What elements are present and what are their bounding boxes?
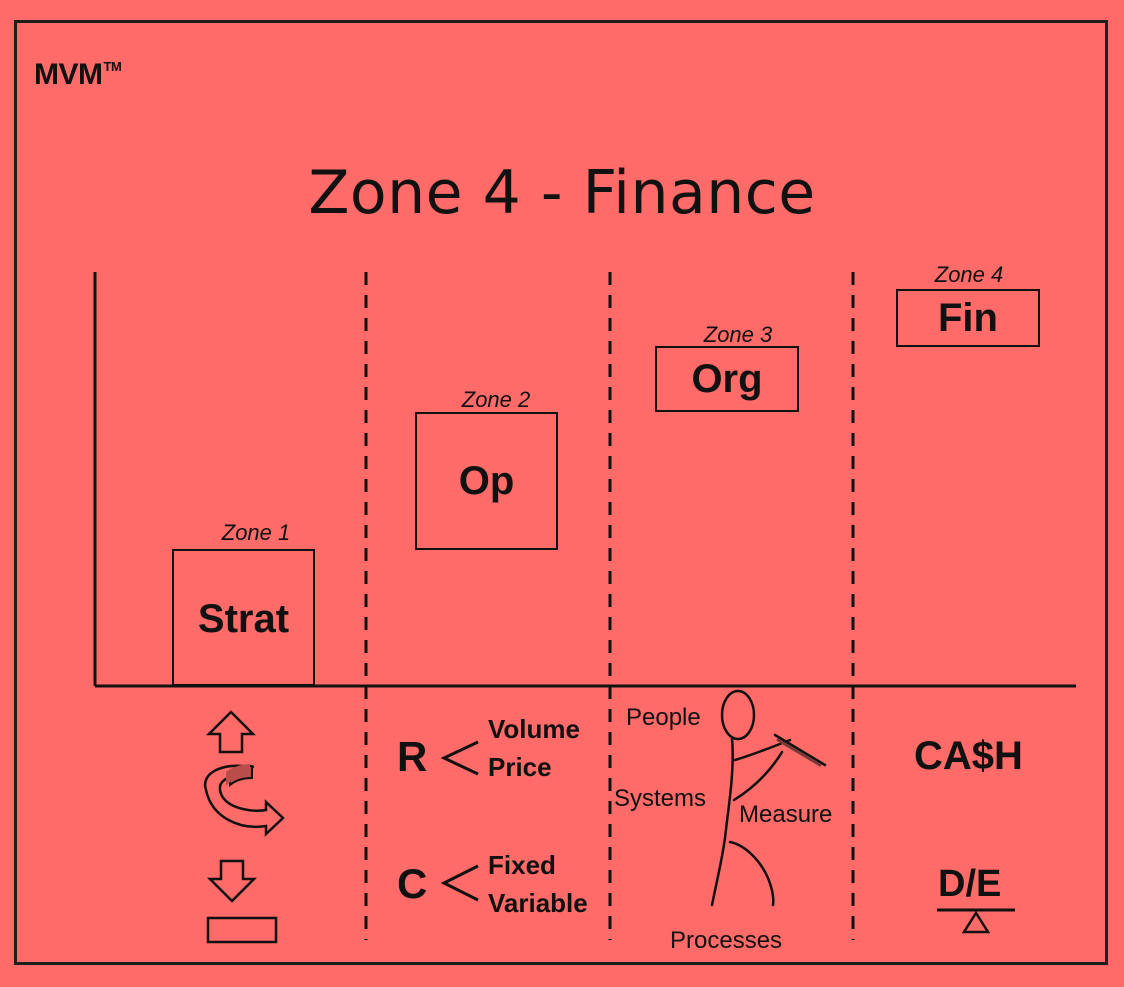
- processes-label: Processes: [670, 927, 782, 955]
- revenue-price: Price: [488, 752, 552, 783]
- fulcrum-icon: [964, 913, 988, 932]
- debt-equity-label: D/E: [938, 863, 1001, 906]
- strat-box: Strat: [172, 549, 315, 686]
- zone-1-label: Zone 1: [214, 520, 298, 546]
- systems-label: Systems: [614, 785, 706, 813]
- cost-chevron-icon: [444, 866, 478, 900]
- measure-label: Measure: [739, 801, 832, 829]
- revenue-volume: Volume: [488, 714, 580, 745]
- cost-variable: Variable: [488, 888, 588, 919]
- fin-box: Fin: [896, 289, 1040, 347]
- block-icon: [208, 918, 276, 942]
- cost-fixed: Fixed: [488, 850, 556, 881]
- zone-3-label: Zone 3: [693, 322, 783, 348]
- down-arrow-icon: [210, 861, 254, 901]
- people-label: People: [626, 704, 701, 732]
- zone-4-label: Zone 4: [924, 262, 1014, 288]
- org-box: Org: [655, 346, 799, 412]
- cash-label: CA$H: [914, 734, 1023, 779]
- stick-figure-icon: [712, 691, 825, 905]
- cost-letter: C: [397, 860, 427, 908]
- revenue-letter: R: [397, 733, 427, 781]
- revenue-chevron-icon: [444, 742, 478, 774]
- up-arrow-icon: [209, 712, 253, 752]
- cycle-arrow-icon: [205, 764, 283, 834]
- zone-2-label: Zone 2: [451, 387, 541, 413]
- op-box: Op: [415, 412, 558, 550]
